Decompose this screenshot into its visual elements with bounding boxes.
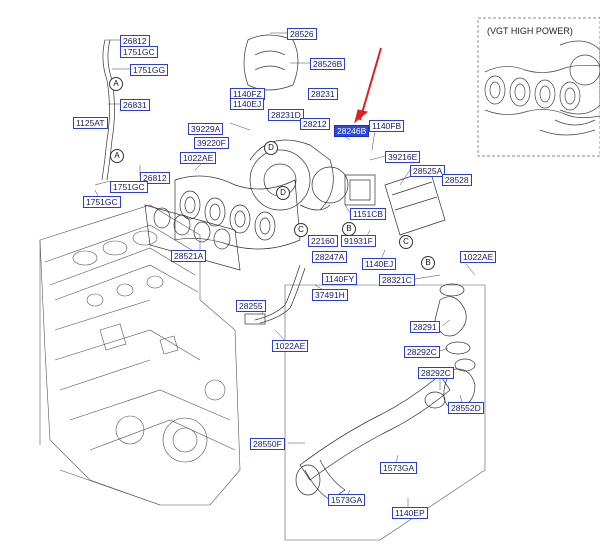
callout-a-2: A	[110, 149, 124, 163]
part-label-1751gc-3[interactable]: 1751GC	[83, 196, 121, 208]
hose-clamp-upper	[445, 341, 471, 355]
part-label-28526[interactable]: 28526	[287, 28, 317, 40]
part-label-28321c[interactable]: 28321C	[379, 274, 415, 286]
part-label-1751gc-2[interactable]: 1751GC	[110, 181, 148, 193]
lower-heat-shield	[384, 169, 446, 236]
part-label-1140ej[interactable]: 1140EJ	[230, 98, 265, 110]
part-label-28255[interactable]: 28255	[236, 300, 266, 312]
callout-b: B	[342, 222, 356, 236]
part-label-28526b[interactable]: 28526B	[310, 58, 346, 70]
part-label-28231d[interactable]: 28231D	[268, 109, 304, 121]
part-label-37491h[interactable]: 37491H	[312, 289, 348, 301]
red-pointer-arrow	[354, 47, 382, 124]
callout-a: A	[109, 77, 123, 91]
part-label-28291[interactable]: 28291	[410, 321, 440, 333]
inset-manifold-sketch	[484, 40, 600, 136]
callout-c-2: C	[399, 235, 413, 249]
coolant-group-frame	[284, 284, 486, 541]
part-label-1140fb[interactable]: 1140FB	[369, 120, 405, 132]
part-label-28525a[interactable]: 28525A	[410, 165, 446, 177]
turbocharger	[249, 139, 376, 211]
callout-d: D	[264, 141, 278, 155]
part-label-28292c[interactable]: 28292C	[404, 346, 440, 358]
part-label-28212[interactable]: 28212	[300, 118, 330, 130]
part-label-1751gg[interactable]: 1751GG	[130, 64, 169, 76]
part-label-39229a[interactable]: 39229A	[188, 123, 224, 135]
part-label-91931f[interactable]: 91931F	[341, 235, 376, 247]
hose-clamp-lower	[424, 391, 446, 409]
callout-d-2: D	[276, 186, 290, 200]
part-label-28247a[interactable]: 28247A	[312, 251, 348, 263]
part-label-39220f[interactable]: 39220F	[194, 137, 229, 149]
vacuum-hose	[101, 39, 115, 181]
callout-c: C	[294, 223, 308, 237]
part-label-1140fy[interactable]: 1140FY	[322, 273, 358, 285]
part-label-22160[interactable]: 22160	[308, 235, 338, 247]
manifold-gasket	[144, 204, 241, 271]
part-label-1573ga[interactable]: 1573GA	[380, 462, 418, 474]
part-label-1751gc[interactable]: 1751GC	[120, 46, 158, 58]
part-label-1151cb[interactable]: 1151CB	[350, 208, 387, 220]
part-label-28246b[interactable]: 28246B	[334, 125, 370, 137]
exhaust-manifold	[174, 175, 301, 250]
part-label-1125at[interactable]: 1125AT	[73, 117, 108, 129]
part-label-1140ej-2[interactable]: 1140EJ	[362, 258, 397, 270]
part-label-1022ae-2[interactable]: 1022AE	[460, 251, 497, 263]
part-label-28528[interactable]: 28528	[442, 174, 472, 186]
part-label-1022ae-3[interactable]: 1022AE	[272, 340, 309, 352]
engine-block	[39, 204, 241, 506]
intercooler-pipe	[295, 374, 451, 501]
part-label-26831[interactable]: 26831	[120, 99, 150, 111]
part-label-28231[interactable]: 28231	[308, 88, 338, 100]
part-label-39216e[interactable]: 39216E	[385, 151, 421, 163]
part-label-1140ep[interactable]: 1140EP	[392, 507, 428, 519]
part-label-1022ae[interactable]: 1022AE	[180, 152, 217, 164]
upper-heat-shield	[243, 34, 299, 91]
part-label-28292c-2[interactable]: 28292C	[418, 367, 454, 379]
part-label-28550f[interactable]: 28550F	[250, 438, 285, 450]
inset-frame	[477, 17, 600, 157]
part-label-28521a[interactable]: 28521A	[171, 250, 207, 262]
part-label-28552d[interactable]: 28552D	[448, 402, 484, 414]
callout-b-2: B	[421, 256, 435, 270]
part-label-1573ga-2[interactable]: 1573GA	[328, 494, 366, 506]
oil-feed-pipe	[244, 264, 306, 325]
inset-title: (VGT HIGH POWER)	[487, 26, 573, 36]
charge-air-hose-upper	[434, 283, 467, 337]
